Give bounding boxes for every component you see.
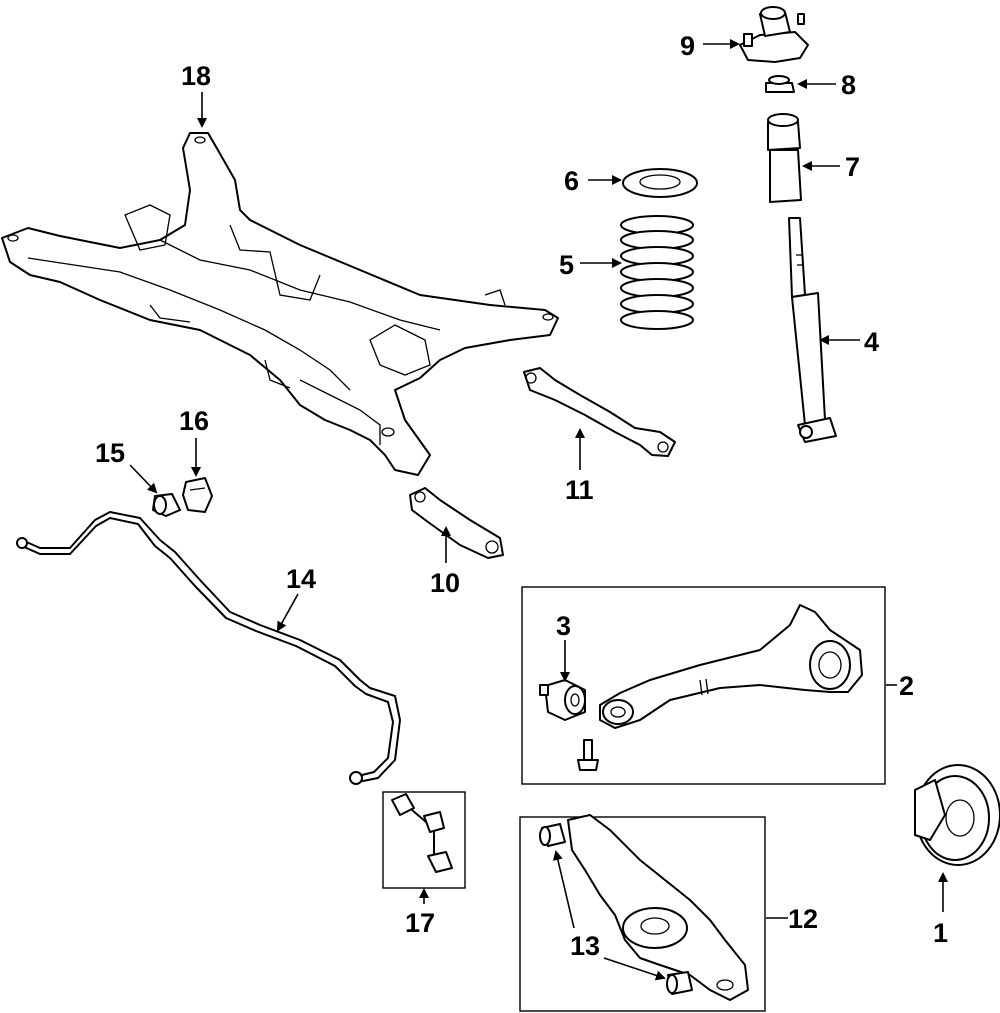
callout-13: 13 xyxy=(570,931,600,961)
trailing-arm-part-2[interactable] xyxy=(599,604,863,729)
coil-spring-part-5[interactable] xyxy=(620,215,694,330)
stabilizer-bar-part-14[interactable] xyxy=(16,511,401,785)
washer-part-8[interactable] xyxy=(765,75,795,93)
callout-6: 6 xyxy=(564,166,579,196)
lower-arm-part-12[interactable] xyxy=(567,814,749,1001)
callout-3: 3 xyxy=(556,611,571,641)
callout-14: 14 xyxy=(286,564,316,594)
hub-bearing-part-1[interactable] xyxy=(914,764,1000,866)
dust-boot-part-7[interactable] xyxy=(767,113,802,203)
callout-16: 16 xyxy=(179,406,209,436)
callout-1: 1 xyxy=(933,918,948,948)
callout-10: 10 xyxy=(430,568,460,598)
bushing-part-13-upper[interactable] xyxy=(539,823,566,847)
callout-17: 17 xyxy=(405,908,435,938)
strut-mount-part-9[interactable] xyxy=(739,6,809,63)
bracket-part-16[interactable] xyxy=(182,477,213,513)
callout-labels: 18 9 8 7 6 5 4 11 10 14 15 16 17 3 2 1 1… xyxy=(95,31,948,961)
bushing-part-13-lower[interactable] xyxy=(666,971,693,995)
callout-12: 12 xyxy=(788,904,818,934)
callout-11: 11 xyxy=(565,475,594,505)
callout-7: 7 xyxy=(845,152,860,182)
subframe-part-18[interactable] xyxy=(1,132,559,476)
callout-8: 8 xyxy=(841,70,856,100)
callout-9: 9 xyxy=(680,31,695,61)
trailing-arm-box-2 xyxy=(521,586,886,785)
bolt-part-3[interactable] xyxy=(577,739,599,771)
callout-arrows xyxy=(129,39,948,981)
stabilizer-link-part-17[interactable] xyxy=(391,793,453,873)
shock-absorber-part-4[interactable] xyxy=(788,217,837,443)
control-arm-part-11[interactable] xyxy=(523,367,676,457)
callout-18: 18 xyxy=(181,61,211,91)
lateral-link-part-10[interactable] xyxy=(409,487,504,559)
lower-arm-box-12 xyxy=(519,816,766,1012)
callout-4: 4 xyxy=(864,327,879,357)
spring-seat-part-6[interactable] xyxy=(622,168,698,198)
bushing-part-15[interactable] xyxy=(152,493,181,517)
callout-5: 5 xyxy=(559,250,574,280)
callout-2: 2 xyxy=(899,671,914,701)
bushing-part-3[interactable] xyxy=(539,679,586,721)
callout-15: 15 xyxy=(95,438,125,468)
